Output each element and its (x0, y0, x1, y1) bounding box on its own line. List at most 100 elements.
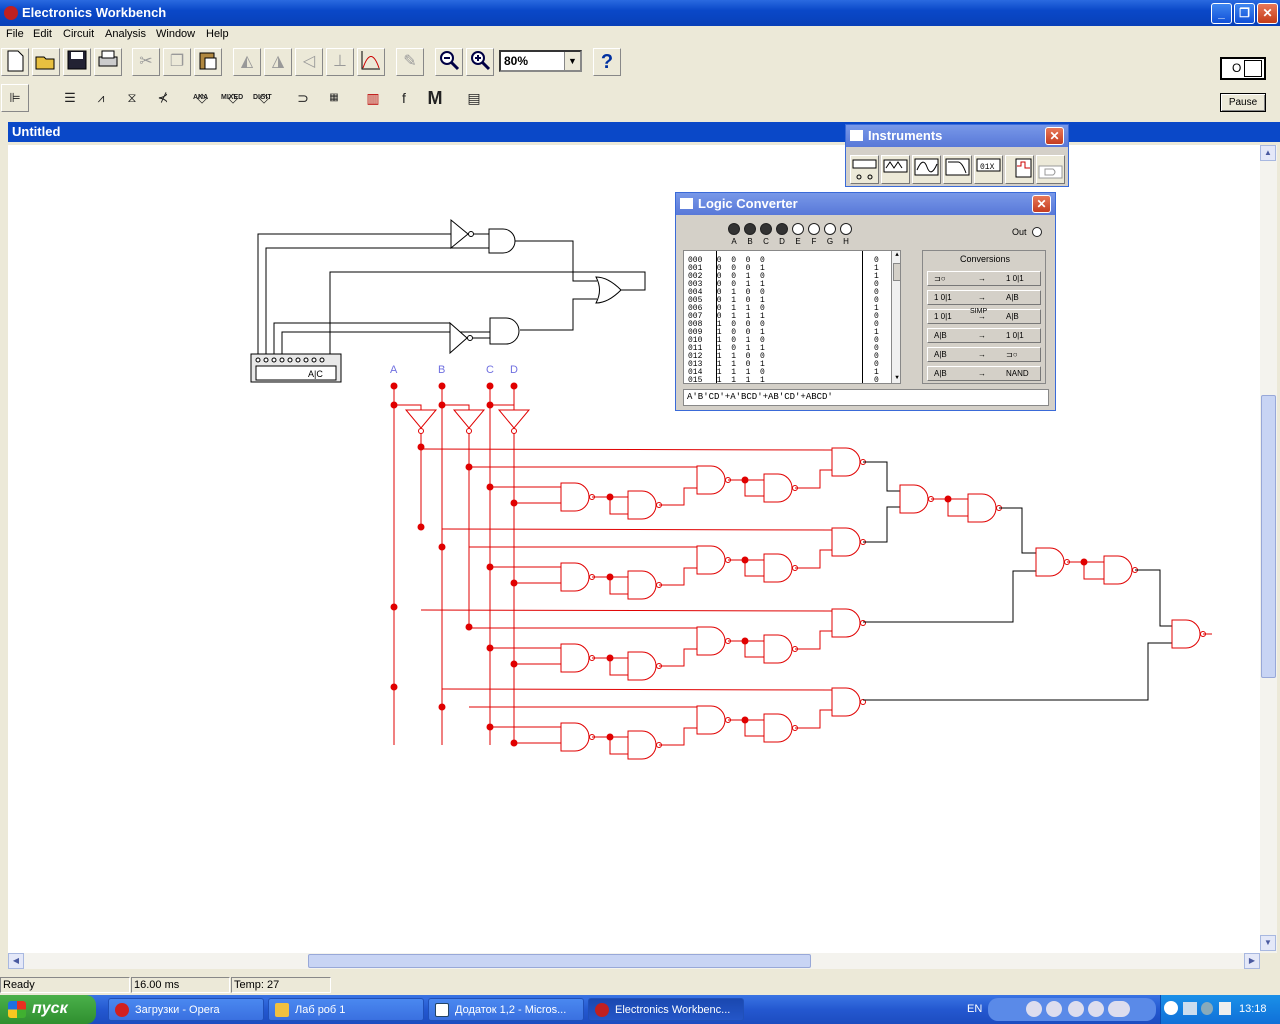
nand-gate[interactable] (560, 722, 590, 752)
conversion-button-2[interactable]: 1 0|1→A|B (927, 290, 1041, 305)
save-file-button[interactable] (63, 48, 91, 76)
indicators-bin-button[interactable]: ▥ (359, 84, 387, 112)
tray-arrow-icon[interactable] (1164, 1001, 1178, 1015)
input-terminal-g[interactable] (824, 223, 836, 235)
scroll-right-button[interactable]: ▶ (1244, 953, 1260, 969)
transistors-bin-button[interactable]: ⊀ (149, 84, 177, 112)
truth-table-output[interactable]: 1 (874, 264, 879, 273)
menu-window[interactable]: Window (156, 28, 196, 40)
menu-analysis[interactable]: Analysis (105, 28, 146, 40)
rotate-button[interactable]: ◭ (233, 48, 261, 76)
maximize-button[interactable]: ❐ (1234, 3, 1255, 24)
nand-gate[interactable] (763, 634, 793, 664)
nand-gate[interactable] (627, 730, 657, 760)
graph-button[interactable] (357, 48, 385, 76)
analog-ics-bin-button[interactable]: ANA◇ (188, 84, 216, 112)
app-title-bar[interactable]: Electronics Workbench _ ❐ ✕ (0, 0, 1280, 26)
menu-file[interactable]: File (6, 28, 24, 40)
nand-gate[interactable] (560, 643, 590, 673)
scroll-up-icon[interactable]: ▲ (895, 251, 899, 258)
inverter-gate[interactable] (449, 321, 468, 355)
network-icon[interactable] (1183, 1002, 1197, 1015)
word-generator-button[interactable]: 01X (974, 155, 1003, 184)
truth-table-output[interactable]: 0 (874, 296, 879, 305)
input-terminal-h[interactable] (840, 223, 852, 235)
new-file-button[interactable] (1, 48, 29, 76)
truth-table-output[interactable]: 0 (874, 320, 879, 329)
truth-table-output[interactable]: 0 (874, 360, 879, 369)
truth-table-output[interactable]: 0 (874, 336, 879, 345)
truth-table-output[interactable]: 0 (874, 312, 879, 321)
oscilloscope-button[interactable] (912, 155, 941, 184)
flip-vertical-button[interactable]: ◁ (295, 48, 323, 76)
subcircuit-button[interactable]: ⊥ (326, 48, 354, 76)
scroll-down-icon[interactable]: ▼ (895, 374, 899, 381)
out-terminal[interactable] (1032, 227, 1042, 237)
scroll-left-button[interactable]: ◀ (8, 953, 24, 969)
paste-button[interactable] (194, 48, 222, 76)
stop-icon[interactable] (1046, 1001, 1062, 1017)
truth-table-output[interactable]: 0 (874, 256, 879, 265)
nand-gate[interactable] (560, 562, 590, 592)
vertical-scroll-thumb[interactable] (1261, 395, 1276, 678)
play-pause-icon[interactable] (1026, 1001, 1042, 1017)
horizontal-scrollbar[interactable]: ◀ ▶ (8, 953, 1260, 969)
vertical-scrollbar[interactable]: ▲ ▼ (1260, 145, 1277, 953)
function-generator-button[interactable] (881, 155, 910, 184)
print-button[interactable] (94, 48, 122, 76)
miscellaneous-bin-button[interactable]: M (421, 84, 449, 112)
and-gate[interactable] (488, 228, 516, 254)
minimize-button[interactable]: _ (1211, 3, 1232, 24)
instruments-bin-button[interactable]: ▤ (460, 84, 488, 112)
diodes-bin-button[interactable]: ⧖ (118, 84, 146, 112)
conversion-button-5[interactable]: A|B→⊐○ (927, 347, 1041, 362)
next-icon[interactable] (1088, 1001, 1104, 1017)
flip-horizontal-button[interactable]: ◮ (264, 48, 292, 76)
input-terminal-f[interactable] (808, 223, 820, 235)
truth-table-output[interactable]: 0 (874, 344, 879, 353)
digital-bin-button[interactable]: ▦ (320, 84, 348, 112)
truth-table-output[interactable]: 1 (874, 304, 879, 313)
scroll-down-button[interactable]: ▼ (1260, 935, 1276, 951)
language-indicator[interactable]: EN (967, 1003, 983, 1015)
inverter-gate[interactable] (452, 409, 486, 429)
truth-table-output[interactable]: 1 (874, 272, 879, 281)
instruments-window[interactable]: Instruments ✕ 01X (845, 124, 1069, 187)
pause-button[interactable]: Pause (1220, 93, 1266, 112)
truth-table-output[interactable]: 0 (874, 352, 879, 361)
nand-gate[interactable] (627, 490, 657, 520)
nand-gate[interactable] (1171, 619, 1201, 649)
cut-button[interactable]: ✂ (132, 48, 160, 76)
input-terminal-e[interactable] (792, 223, 804, 235)
inverter-gate[interactable] (497, 409, 531, 429)
logic-analyzer-button[interactable] (1005, 155, 1034, 184)
logic-gates-bin-button[interactable]: ⊃ (289, 84, 317, 112)
nand-gate[interactable] (831, 447, 861, 477)
instruments-title[interactable]: Instruments (846, 125, 1068, 147)
nand-gate[interactable] (627, 570, 657, 600)
truth-table-output[interactable]: 1 (874, 368, 879, 377)
favorites-bin-button[interactable]: ⊫ (1, 84, 29, 112)
zoom-in-button[interactable] (466, 48, 494, 76)
copy-button[interactable]: ❐ (163, 48, 191, 76)
nand-gate[interactable] (831, 608, 861, 638)
nand-gate[interactable] (627, 651, 657, 681)
inverter-gate[interactable] (450, 218, 469, 250)
nand-gate[interactable] (763, 553, 793, 583)
multimeter-button[interactable] (850, 155, 879, 184)
truth-table-output[interactable]: 0 (874, 376, 879, 384)
tray-app-icon[interactable] (1201, 1002, 1213, 1015)
truth-table-output[interactable]: 0 (874, 280, 879, 289)
and-gate[interactable] (489, 317, 520, 345)
nand-gate[interactable] (967, 493, 997, 523)
speaker-icon[interactable] (1219, 1002, 1231, 1015)
logic-converter-title[interactable]: Logic Converter (676, 193, 1055, 215)
nand-gate[interactable] (696, 545, 726, 575)
conversion-button-1[interactable]: ⊐○→1 0|1 (927, 271, 1041, 286)
basic-bin-button[interactable]: ⩘ (87, 84, 115, 112)
nand-gate[interactable] (763, 713, 793, 743)
